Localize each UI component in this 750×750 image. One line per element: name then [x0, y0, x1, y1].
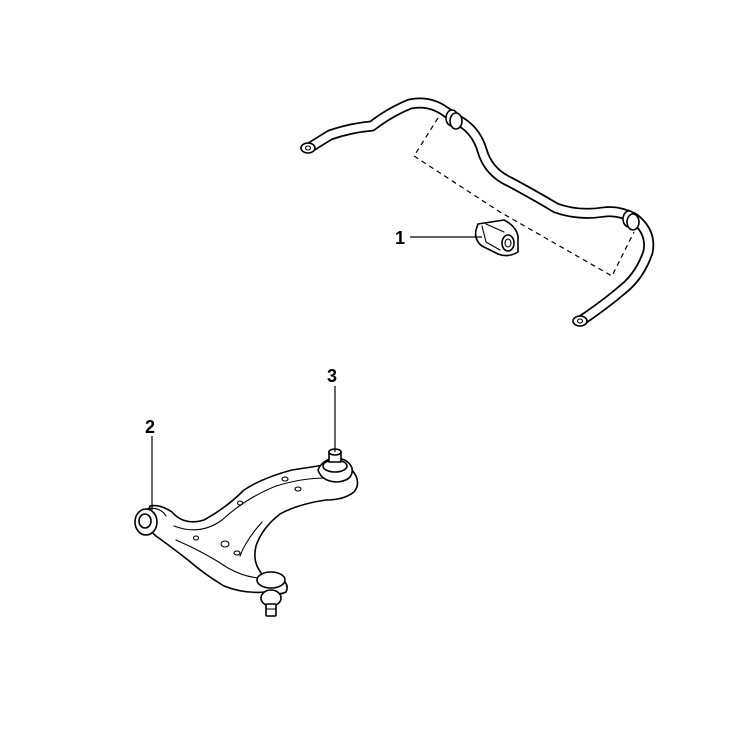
- mounted-bushing-right: [622, 210, 640, 231]
- exploded-view-dashed-guide: [413, 117, 635, 277]
- front-bushing-part-2: [134, 507, 167, 536]
- rear-mount-part-3: [317, 448, 354, 483]
- bushing-part-1: [474, 219, 519, 257]
- mounted-bushing-left: [445, 109, 463, 130]
- callout-3-label: 3: [327, 366, 337, 386]
- stabilizer-right-end: [572, 315, 588, 327]
- stabilizer-bar: [300, 97, 655, 327]
- ball-joint: [256, 571, 286, 617]
- lower-control-arm: [145, 463, 359, 595]
- stabilizer-left-end: [300, 142, 316, 154]
- callout-2-label: 2: [145, 417, 155, 437]
- callout-1-label: 1: [395, 228, 405, 248]
